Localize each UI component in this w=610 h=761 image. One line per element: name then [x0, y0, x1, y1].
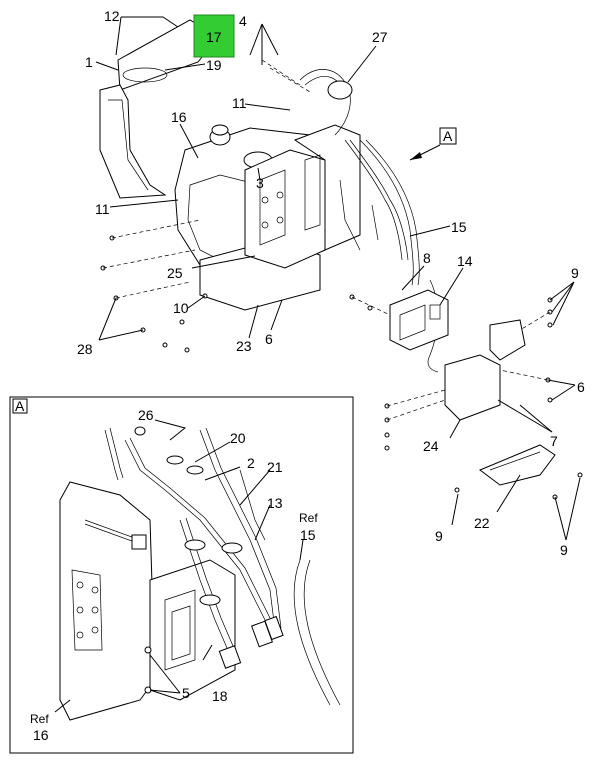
callout-9-top[interactable]: 9: [571, 265, 579, 281]
ref-16-number[interactable]: 16: [33, 727, 49, 743]
callout-18[interactable]: 18: [212, 688, 228, 704]
callout-14[interactable]: 14: [457, 253, 473, 269]
callout-17[interactable]: 17: [206, 29, 222, 45]
callout-20[interactable]: 20: [230, 430, 246, 446]
callout-16[interactable]: 16: [171, 109, 187, 125]
leader-lines: [95, 16, 581, 541]
shield-part: [99, 19, 207, 199]
callout-25[interactable]: 25: [167, 265, 183, 281]
view-label-a-inset[interactable]: A: [15, 398, 25, 414]
callout-15[interactable]: 15: [451, 219, 467, 235]
valve-block-part: [389, 289, 449, 351]
callout-28[interactable]: 28: [77, 341, 93, 357]
callout-4[interactable]: 4: [239, 13, 247, 29]
callout-19[interactable]: 19: [206, 57, 222, 73]
view-a-arrow: [409, 127, 457, 161]
callout-9-bottom-left[interactable]: 9: [435, 528, 443, 544]
callout-24[interactable]: 24: [423, 438, 439, 454]
callout-1[interactable]: 1: [85, 54, 93, 70]
callout-22[interactable]: 22: [474, 515, 490, 531]
bracket-part: [199, 124, 361, 311]
right-bracket-part: [444, 319, 556, 486]
callout-26[interactable]: 26: [138, 407, 154, 423]
detail-a-inset: A: [9, 396, 354, 754]
view-label-a-main[interactable]: A: [443, 128, 453, 144]
callout-7[interactable]: 7: [550, 433, 558, 449]
callout-3[interactable]: 3: [256, 175, 264, 191]
callout-5[interactable]: 5: [182, 685, 190, 701]
callout-11-left[interactable]: 11: [95, 201, 110, 217]
callout-13[interactable]: 13: [267, 495, 283, 511]
highlight-box: [193, 14, 235, 58]
callout-12[interactable]: 12: [104, 8, 120, 24]
assembly-lines: [102, 59, 551, 421]
callout-6-right[interactable]: 6: [577, 379, 585, 395]
ref-15-word[interactable]: Ref: [299, 511, 318, 525]
callout-10[interactable]: 10: [173, 300, 189, 316]
callout-8[interactable]: 8: [423, 250, 431, 266]
callout-labels: 17 12 1 19 4 27 16 11 11 3 15 8 14 9 25 …: [77, 8, 585, 558]
callout-21[interactable]: 21: [267, 459, 283, 475]
callout-9-bottom-right[interactable]: 9: [560, 542, 568, 558]
callout-27[interactable]: 27: [372, 29, 388, 45]
callout-11-top[interactable]: 11: [232, 95, 247, 111]
ref-15-number[interactable]: 15: [300, 527, 316, 543]
callout-2[interactable]: 2: [247, 455, 255, 471]
ref-16-word[interactable]: Ref: [30, 712, 49, 726]
callout-6-mid[interactable]: 6: [265, 331, 273, 347]
callout-23[interactable]: 23: [236, 338, 252, 354]
